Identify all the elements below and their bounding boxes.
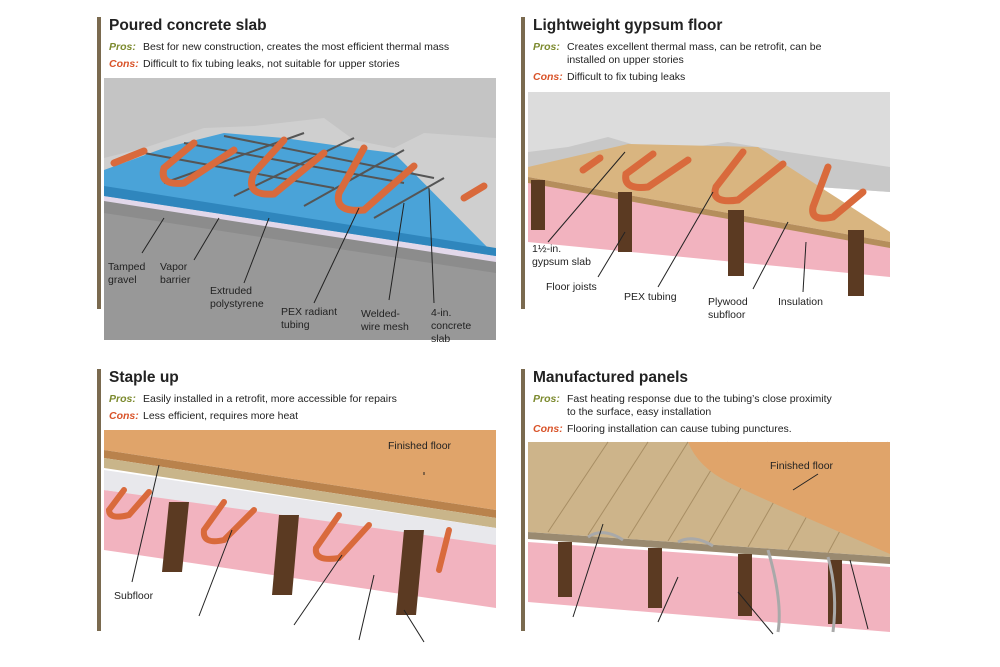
finished-floor [104, 430, 496, 510]
poured-slab-illustration: Tamped gravel Vapor barrier Extruded pol… [104, 78, 496, 345]
label-plywood-subfloor-2: subfloor [708, 309, 746, 321]
pros-text: Creates excellent thermal mass, can be r… [567, 41, 822, 53]
panel-poured-concrete: Poured concrete slab Pros: Best for new c… [97, 17, 497, 317]
label-extruded-polystyrene: Extruded [210, 285, 252, 297]
label-welded-wire-2: wire mesh [360, 321, 409, 333]
panel-gypsum-floor: Lightweight gypsum floor Pros: Creates ex… [521, 17, 921, 317]
concrete-texture [104, 78, 496, 158]
label-pex-radiant: PEX radiant [281, 306, 337, 318]
pex-tubing [105, 487, 452, 573]
pros-line: Pros: Fast heating response due to the tu… [533, 393, 832, 419]
pros-line: Pros: Creates excellent thermal mass, can… [533, 41, 821, 67]
cons-label: Cons: [533, 71, 563, 83]
cons-line: Cons: Difficult to fix tubing leaks, not … [109, 58, 400, 71]
panel-title: Staple up [109, 369, 179, 386]
label-finished-floor: Finished floor [388, 440, 452, 452]
label-welded-wire: Welded- [361, 308, 400, 320]
label-plywood-subfloor: Plywood [708, 296, 748, 308]
label-floor-joists: Floor joists [546, 281, 597, 293]
vapor-barrier-layer [104, 195, 496, 262]
staple-up-illustration: Finished floor Subfloor [104, 430, 496, 643]
pros-text: Best for new construction, creates the m… [143, 41, 450, 53]
label-extruded-polystyrene-2: polystyrene [210, 298, 264, 310]
insulation-layer [528, 542, 890, 632]
pros-text-2: installed on upper stories [567, 54, 684, 66]
subfloor-layer [104, 458, 496, 528]
cons-label: Cons: [109, 410, 139, 422]
label-pex-radiant-2: tubing [281, 319, 310, 331]
panel-staple-up: Staple up Pros: Easily installed in a ret… [97, 369, 497, 639]
pros-text: Easily installed in a retrofit, more acc… [143, 393, 397, 405]
label-tamped-gravel-2: gravel [108, 274, 137, 286]
cons-label: Cons: [533, 423, 563, 435]
insulation-layer [104, 490, 496, 608]
label-insulation: Insulation [778, 296, 823, 308]
pros-label: Pros: [109, 393, 136, 405]
foil-reflector [104, 470, 496, 545]
cons-text: Difficult to fix tubing leaks, not suita… [143, 58, 400, 70]
label-vapor-barrier-2: barrier [160, 274, 191, 286]
pros-line: Pros: Easily installed in a retrofit, mor… [109, 393, 397, 406]
panel-title: Lightweight gypsum floor [533, 17, 723, 34]
finished-floor [688, 442, 890, 554]
pex-tubing [587, 531, 837, 633]
cons-line: Cons: Less efficient, requires more heat [109, 410, 298, 423]
label-tamped-gravel: Tamped [108, 261, 146, 273]
panel-accent-bar [521, 17, 525, 309]
cons-text: Difficult to fix tubing leaks [567, 71, 686, 83]
cons-label: Cons: [109, 58, 139, 70]
label-concrete-slab-2: concrete [431, 320, 471, 332]
label-gypsum-slab-2: gypsum slab [532, 256, 591, 268]
plywood-subfloor [528, 144, 890, 242]
label-vapor-barrier: Vapor [160, 261, 188, 273]
manufactured-panels-illustration: Finished floor [528, 441, 890, 635]
pros-label: Pros: [533, 393, 560, 405]
panel-title: Manufactured panels [533, 369, 689, 386]
pros-label: Pros: [109, 41, 136, 53]
panel-accent-bar [97, 17, 101, 309]
panel-accent-bar [521, 369, 525, 631]
panel-accent-bar [97, 369, 101, 631]
cons-text: Flooring installation can cause tubing p… [567, 423, 792, 435]
pros-label: Pros: [533, 41, 560, 53]
label-gypsum-slab: 1½-in. [532, 243, 561, 255]
floor-joists [531, 180, 864, 296]
label-concrete-slab: 4-in. [431, 307, 451, 319]
panel-title: Poured concrete slab [109, 17, 267, 34]
label-finished-floor: Finished floor [770, 460, 834, 472]
pex-tubing [579, 148, 867, 222]
cons-text: Less efficient, requires more heat [143, 410, 299, 422]
floor-joists [162, 502, 424, 615]
label-pex-tubing: PEX tubing [624, 291, 677, 303]
pros-line: Pros: Best for new construction, creates … [109, 41, 449, 54]
cons-line: Cons: Flooring installation can cause tub… [533, 423, 792, 436]
cons-line: Cons: Difficult to fix tubing leaks [533, 71, 685, 84]
pex-tubing [110, 136, 488, 214]
pros-text: Fast heating response due to the tubing’… [567, 393, 832, 405]
label-subfloor: Subfloor [114, 590, 154, 602]
panel-manufactured: Manufactured panels Pros: Fast heating re… [521, 369, 921, 639]
gypsum-floor-illustration: 1½-in. gypsum slab Floor joists PEX tubi… [528, 92, 890, 321]
pros-text-2: to the surface, easy installation [567, 406, 712, 418]
label-concrete-slab-3: slab [431, 333, 450, 345]
